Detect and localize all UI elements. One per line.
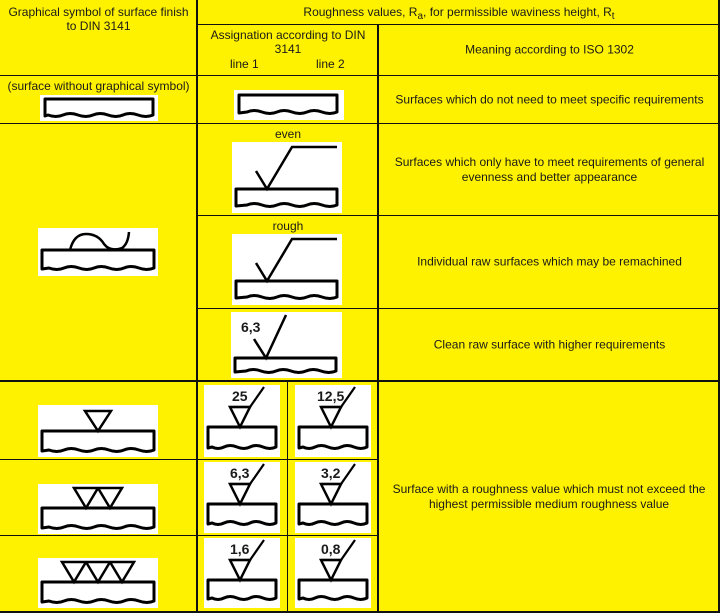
row2a-meaning: Surfaces which only have to meet require… — [394, 154, 705, 184]
grid-hline-row2a — [197, 215, 720, 216]
grid-hline-row1 — [0, 123, 720, 124]
row2b-meaning-cell: Individual raw surfaces which may be rem… — [379, 216, 720, 308]
row2b-assignation-cell: rough — [198, 216, 378, 308]
triangle-value-symbol-icon: 3,2 — [295, 462, 371, 533]
triangle-value-symbol-icon: 1,6 — [204, 538, 280, 608]
row3a-line1-cell: 25 — [198, 383, 287, 459]
check-surface-symbol-icon — [232, 234, 342, 305]
row1-symbol-label: (surface without graphical symbol) — [7, 79, 190, 93]
grid-hline-header — [0, 75, 720, 76]
row3a-symbol-cell — [0, 383, 197, 459]
row2a-meaning-cell: Surfaces which only have to meet require… — [379, 124, 720, 215]
roughness-title-prefix: Roughness values, R — [303, 5, 418, 19]
line2-value: 0,8 — [321, 541, 341, 557]
triple-triangle-symbol-icon — [38, 558, 158, 608]
row2b-meaning: Individual raw surfaces which may be rem… — [417, 254, 682, 269]
roughness-sub-a: a — [417, 11, 424, 22]
line1-label: line 1 — [230, 57, 259, 71]
row2a-assignation-cell: even — [198, 124, 378, 215]
row2c-meaning-cell: Clean raw surface with higher requiremen… — [379, 309, 720, 381]
grid-hline-row2 — [0, 380, 720, 382]
meaning-title: Meaning according to ISO 1302 — [465, 42, 634, 57]
even-label: even — [274, 127, 302, 141]
row3b-line2-cell: 3,2 — [288, 460, 378, 535]
header-symbol-title-line1: Graphical symbol of surface finish — [8, 5, 189, 19]
triangle-value-symbol-icon: 25 — [204, 385, 280, 457]
row3c-line1-cell: 1,6 — [198, 536, 287, 610]
value-6-3: 6,3 — [241, 319, 261, 335]
single-triangle-symbol-icon — [38, 405, 158, 457]
row3c-line2-cell: 0,8 — [288, 536, 378, 610]
row1-symbol-cell: (surface without graphical symbol) — [0, 76, 197, 123]
plain-surface-symbol-icon — [234, 90, 344, 120]
roughness-sub-t: t — [611, 11, 615, 22]
line1-value: 25 — [232, 388, 248, 404]
row1-meaning-cell: Surfaces which do not need to meet speci… — [379, 76, 720, 123]
triangle-value-symbol-icon: 6,3 — [204, 462, 280, 533]
check-surface-symbol-value-icon: 6,3 — [231, 312, 342, 378]
double-triangle-symbol-icon — [38, 484, 158, 534]
triangle-value-symbol-icon: 12,5 — [295, 385, 371, 457]
line2-label: line 2 — [316, 57, 345, 71]
row3-meaning: Surface with a roughness value which mus… — [392, 482, 706, 511]
grid-hline-row2b — [197, 308, 720, 309]
header-assignation: Assignation according to DIN 3141 line 1… — [198, 25, 378, 75]
row1-meaning: Surfaces which do not need to meet speci… — [395, 92, 704, 106]
line1-value: 1,6 — [230, 541, 250, 557]
row3-meaning-cell: Surface with a roughness value which mus… — [379, 383, 719, 611]
row3a-line2-cell: 12,5 — [288, 383, 378, 459]
line2-value: 12,5 — [317, 388, 345, 404]
rough-label: rough — [272, 219, 304, 233]
grid-hline-row3b — [0, 535, 378, 536]
row2c-meaning: Clean raw surface with higher requiremen… — [433, 337, 666, 352]
header-symbol-title-line2: to DIN 3141 — [66, 19, 131, 33]
row1-assignation-cell — [198, 76, 378, 123]
grid-hline-bottom — [0, 611, 720, 613]
assignation-title-line2: 3141 — [274, 42, 302, 56]
check-surface-symbol-icon — [232, 142, 342, 213]
triangle-value-symbol-icon: 0,8 — [295, 538, 371, 608]
grid-vline-3 — [287, 381, 288, 613]
line1-value: 6,3 — [230, 465, 250, 481]
grid-hline-sub — [197, 24, 720, 25]
plain-surface-symbol-icon — [40, 95, 158, 121]
grid-vline-right — [718, 0, 720, 613]
grid-vline-2 — [377, 24, 379, 613]
line2-value: 3,2 — [321, 465, 341, 481]
row2-symbol-cell — [0, 124, 197, 381]
row3b-line1-cell: 6,3 — [198, 460, 287, 535]
roughness-title-mid: , for permissible waviness height, R — [423, 5, 612, 19]
row2c-assignation-cell: 6,3 — [198, 309, 378, 381]
row3c-symbol-cell — [0, 536, 197, 610]
grid-hline-row3a — [0, 459, 378, 460]
header-roughness-title: Roughness values, Ra, for permissible wa… — [198, 0, 720, 24]
assignation-title-line1: Assignation according to DIN — [210, 28, 366, 42]
grid-vline-1 — [196, 0, 198, 613]
wavy-surface-symbol-icon — [38, 228, 158, 276]
header-symbol-column: Graphical symbol of surface finish to DI… — [0, 0, 197, 75]
row3b-symbol-cell — [0, 460, 197, 535]
header-meaning: Meaning according to ISO 1302 — [379, 25, 720, 75]
